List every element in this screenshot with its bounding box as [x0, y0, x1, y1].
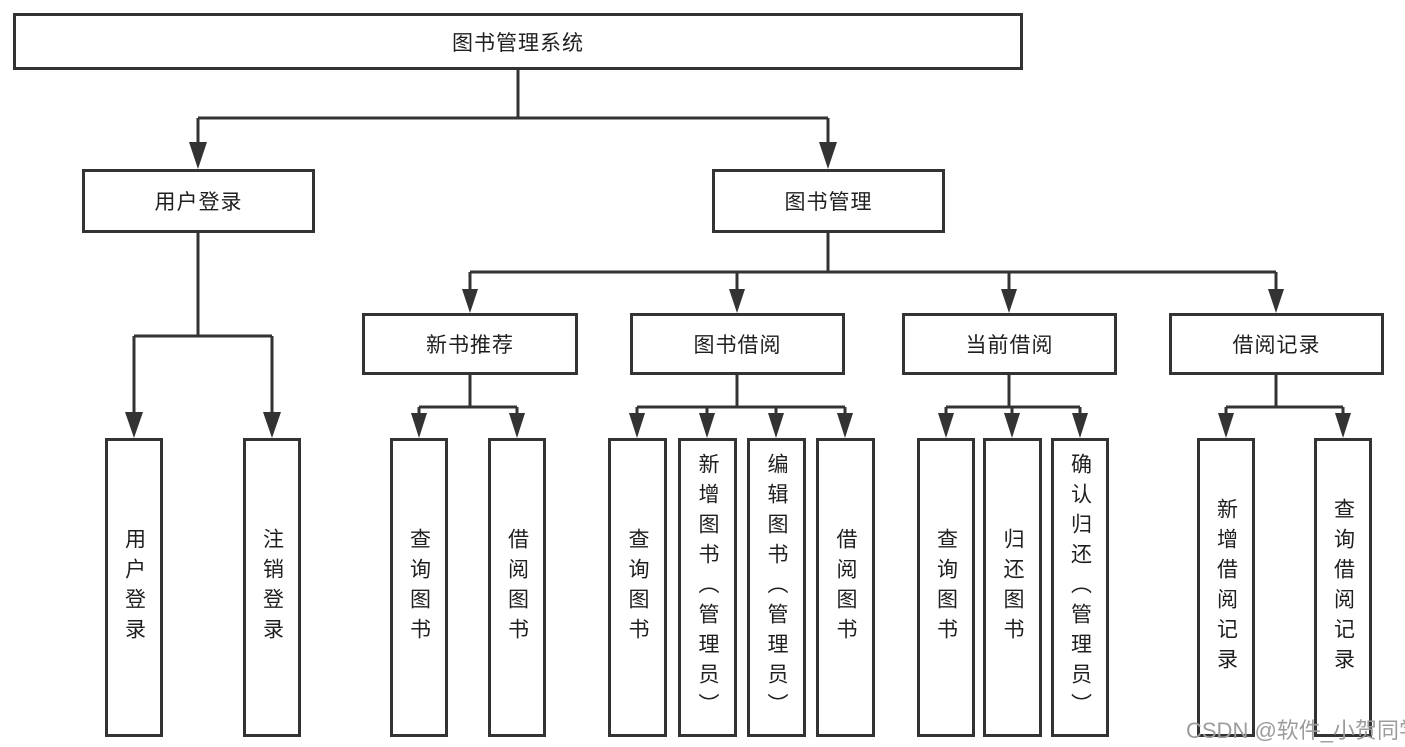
leaf-borrow-books-label: 借阅图书 [834, 527, 857, 648]
leaf-newbook-query-books: 查询图书 [390, 438, 448, 737]
leaf-add-borrow-record: 新增借阅记录 [1197, 438, 1255, 737]
connector-root-to-level2 [189, 70, 837, 169]
leaf-edit-books-admin: 编辑图书（管理员） [747, 438, 806, 737]
node-current-borrow: 当前借阅 [902, 313, 1117, 375]
leaf-return-books-label: 归还图书 [1001, 527, 1024, 648]
csdn-watermark: CSDN @软件_小贺同学 [1186, 718, 1405, 743]
connector-new-book-to-leaves [411, 375, 525, 438]
leaf-current-query-books: 查询图书 [917, 438, 975, 737]
leaf-logout-label: 注销登录 [260, 527, 284, 648]
node-book-management: 图书管理 [712, 169, 945, 233]
leaf-borrow-books: 借阅图书 [816, 438, 875, 737]
leaf-add-borrow-record-label: 新增借阅记录 [1214, 497, 1238, 678]
leaf-confirm-return-admin-label: 确认归还（管理员） [1068, 452, 1092, 723]
leaf-edit-books-admin-label: 编辑图书（管理员） [765, 452, 788, 723]
node-user-login: 用户登录 [82, 169, 315, 233]
leaf-query-borrow-record-label: 查询借阅记录 [1331, 497, 1355, 678]
leaf-add-books-admin: 新增图书（管理员） [678, 438, 737, 737]
leaf-add-books-admin-label: 新增图书（管理员） [696, 452, 719, 723]
leaf-current-query-books-label: 查询图书 [934, 527, 958, 648]
leaf-newbook-query-books-label: 查询图书 [407, 527, 431, 648]
node-new-book-recommend: 新书推荐 [362, 313, 578, 375]
leaf-logout: 注销登录 [243, 438, 301, 737]
node-root-system: 图书管理系统 [13, 13, 1023, 70]
node-user-login-label: 用户登录 [154, 191, 243, 214]
node-borrow-records-label: 借阅记录 [1232, 334, 1321, 357]
node-root-system-label: 图书管理系统 [452, 31, 584, 55]
leaf-newbook-borrow-books-label: 借阅图书 [505, 527, 529, 648]
node-book-management-label: 图书管理 [784, 191, 873, 214]
node-book-borrow: 图书借阅 [630, 313, 845, 375]
node-current-borrow-label: 当前借阅 [965, 334, 1054, 357]
connector-current-borrow-to-leaves [938, 375, 1088, 438]
node-new-book-recommend-label: 新书推荐 [426, 334, 514, 357]
node-borrow-records: 借阅记录 [1169, 313, 1384, 375]
leaf-return-books: 归还图书 [983, 438, 1042, 737]
leaf-newbook-borrow-books: 借阅图书 [488, 438, 546, 737]
connector-user-login-to-leaves [125, 233, 281, 438]
connector-book-borrow-to-leaves [629, 375, 853, 438]
node-book-borrow-label: 图书借阅 [693, 334, 782, 357]
connector-book-mgmt-to-level3 [462, 233, 1284, 313]
leaf-user-login-label: 用户登录 [122, 527, 146, 648]
leaf-user-login: 用户登录 [105, 438, 163, 737]
leaf-borrow-query-books-label: 查询图书 [626, 527, 649, 648]
leaf-confirm-return-admin: 确认归还（管理员） [1051, 438, 1109, 737]
leaf-borrow-query-books: 查询图书 [608, 438, 667, 737]
leaf-query-borrow-record: 查询借阅记录 [1314, 438, 1372, 737]
connector-records-to-leaves [1218, 375, 1351, 438]
